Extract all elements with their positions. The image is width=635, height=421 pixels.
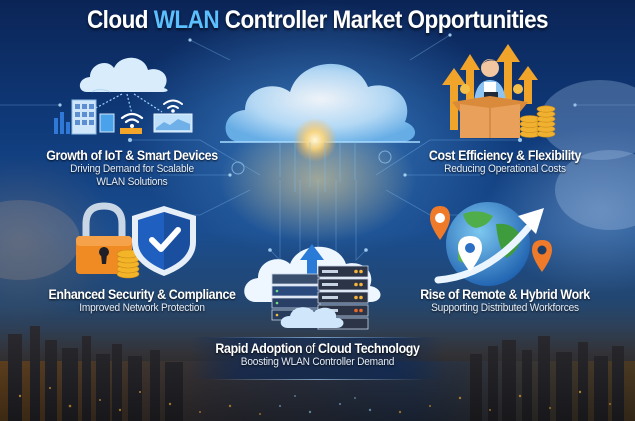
divider-line — [210, 379, 425, 380]
section-heading: Growth of IoT & Smart Devices — [46, 148, 218, 163]
cloud-servers-upload-icon — [244, 244, 381, 330]
section-cloud-panel — [190, 337, 445, 379]
divider-line — [210, 337, 425, 338]
section-subtext: Improved Network Protection — [79, 302, 205, 314]
section-heading: Rise of Remote & Hybrid Work — [420, 287, 590, 302]
section-remote: Rise of Remote & Hybrid Work Supporting … — [385, 287, 625, 315]
section-heading: Rapid Adoption of Cloud Technology — [191, 341, 444, 356]
title-accent: WLAN — [153, 6, 220, 34]
section-subtext: Boosting WLAN Controller Demand — [240, 356, 395, 368]
section-security: Enhanced Security & Compliance Improved … — [22, 287, 262, 315]
globe-location-pins-arrow-icon — [430, 202, 552, 286]
section-heading: Enhanced Security & Compliance — [48, 287, 236, 302]
glowing-cloud-network-icon — [220, 63, 420, 192]
heading-part: Cloud Technology — [314, 341, 420, 356]
section-cost: Cost Efficiency & Flexibility Reducing O… — [395, 148, 615, 176]
section-subtext: Reducing Operational Costs — [444, 163, 566, 175]
background-clouds-left — [0, 200, 80, 280]
heading-part: of — [305, 341, 315, 356]
background-clouds-right — [540, 80, 635, 230]
section-subtext: Supporting Distributed Workforces — [431, 302, 579, 314]
section-cloud-adoption: Rapid Adoption of Cloud Technology Boost… — [180, 341, 455, 369]
section-subtext: Driving Demand for Scalable — [70, 163, 194, 175]
section-subtext: WLAN Solutions — [96, 176, 168, 188]
page-title: Cloud WLAN Controller Market Opportuniti… — [32, 6, 604, 35]
heading-part: Rapid Adoption — [215, 341, 306, 356]
person-box-coins-arrows-icon — [442, 44, 556, 138]
cloud-iot-devices-icon — [54, 57, 193, 135]
padlock-shield-check-icon — [76, 202, 196, 279]
section-heading: Cost Efficiency & Flexibility — [428, 148, 582, 163]
title-prefix: Cloud — [86, 6, 154, 34]
section-iot: Growth of IoT & Smart Devices Driving De… — [22, 148, 242, 189]
title-suffix: Controller Market Opportunities — [219, 6, 549, 34]
